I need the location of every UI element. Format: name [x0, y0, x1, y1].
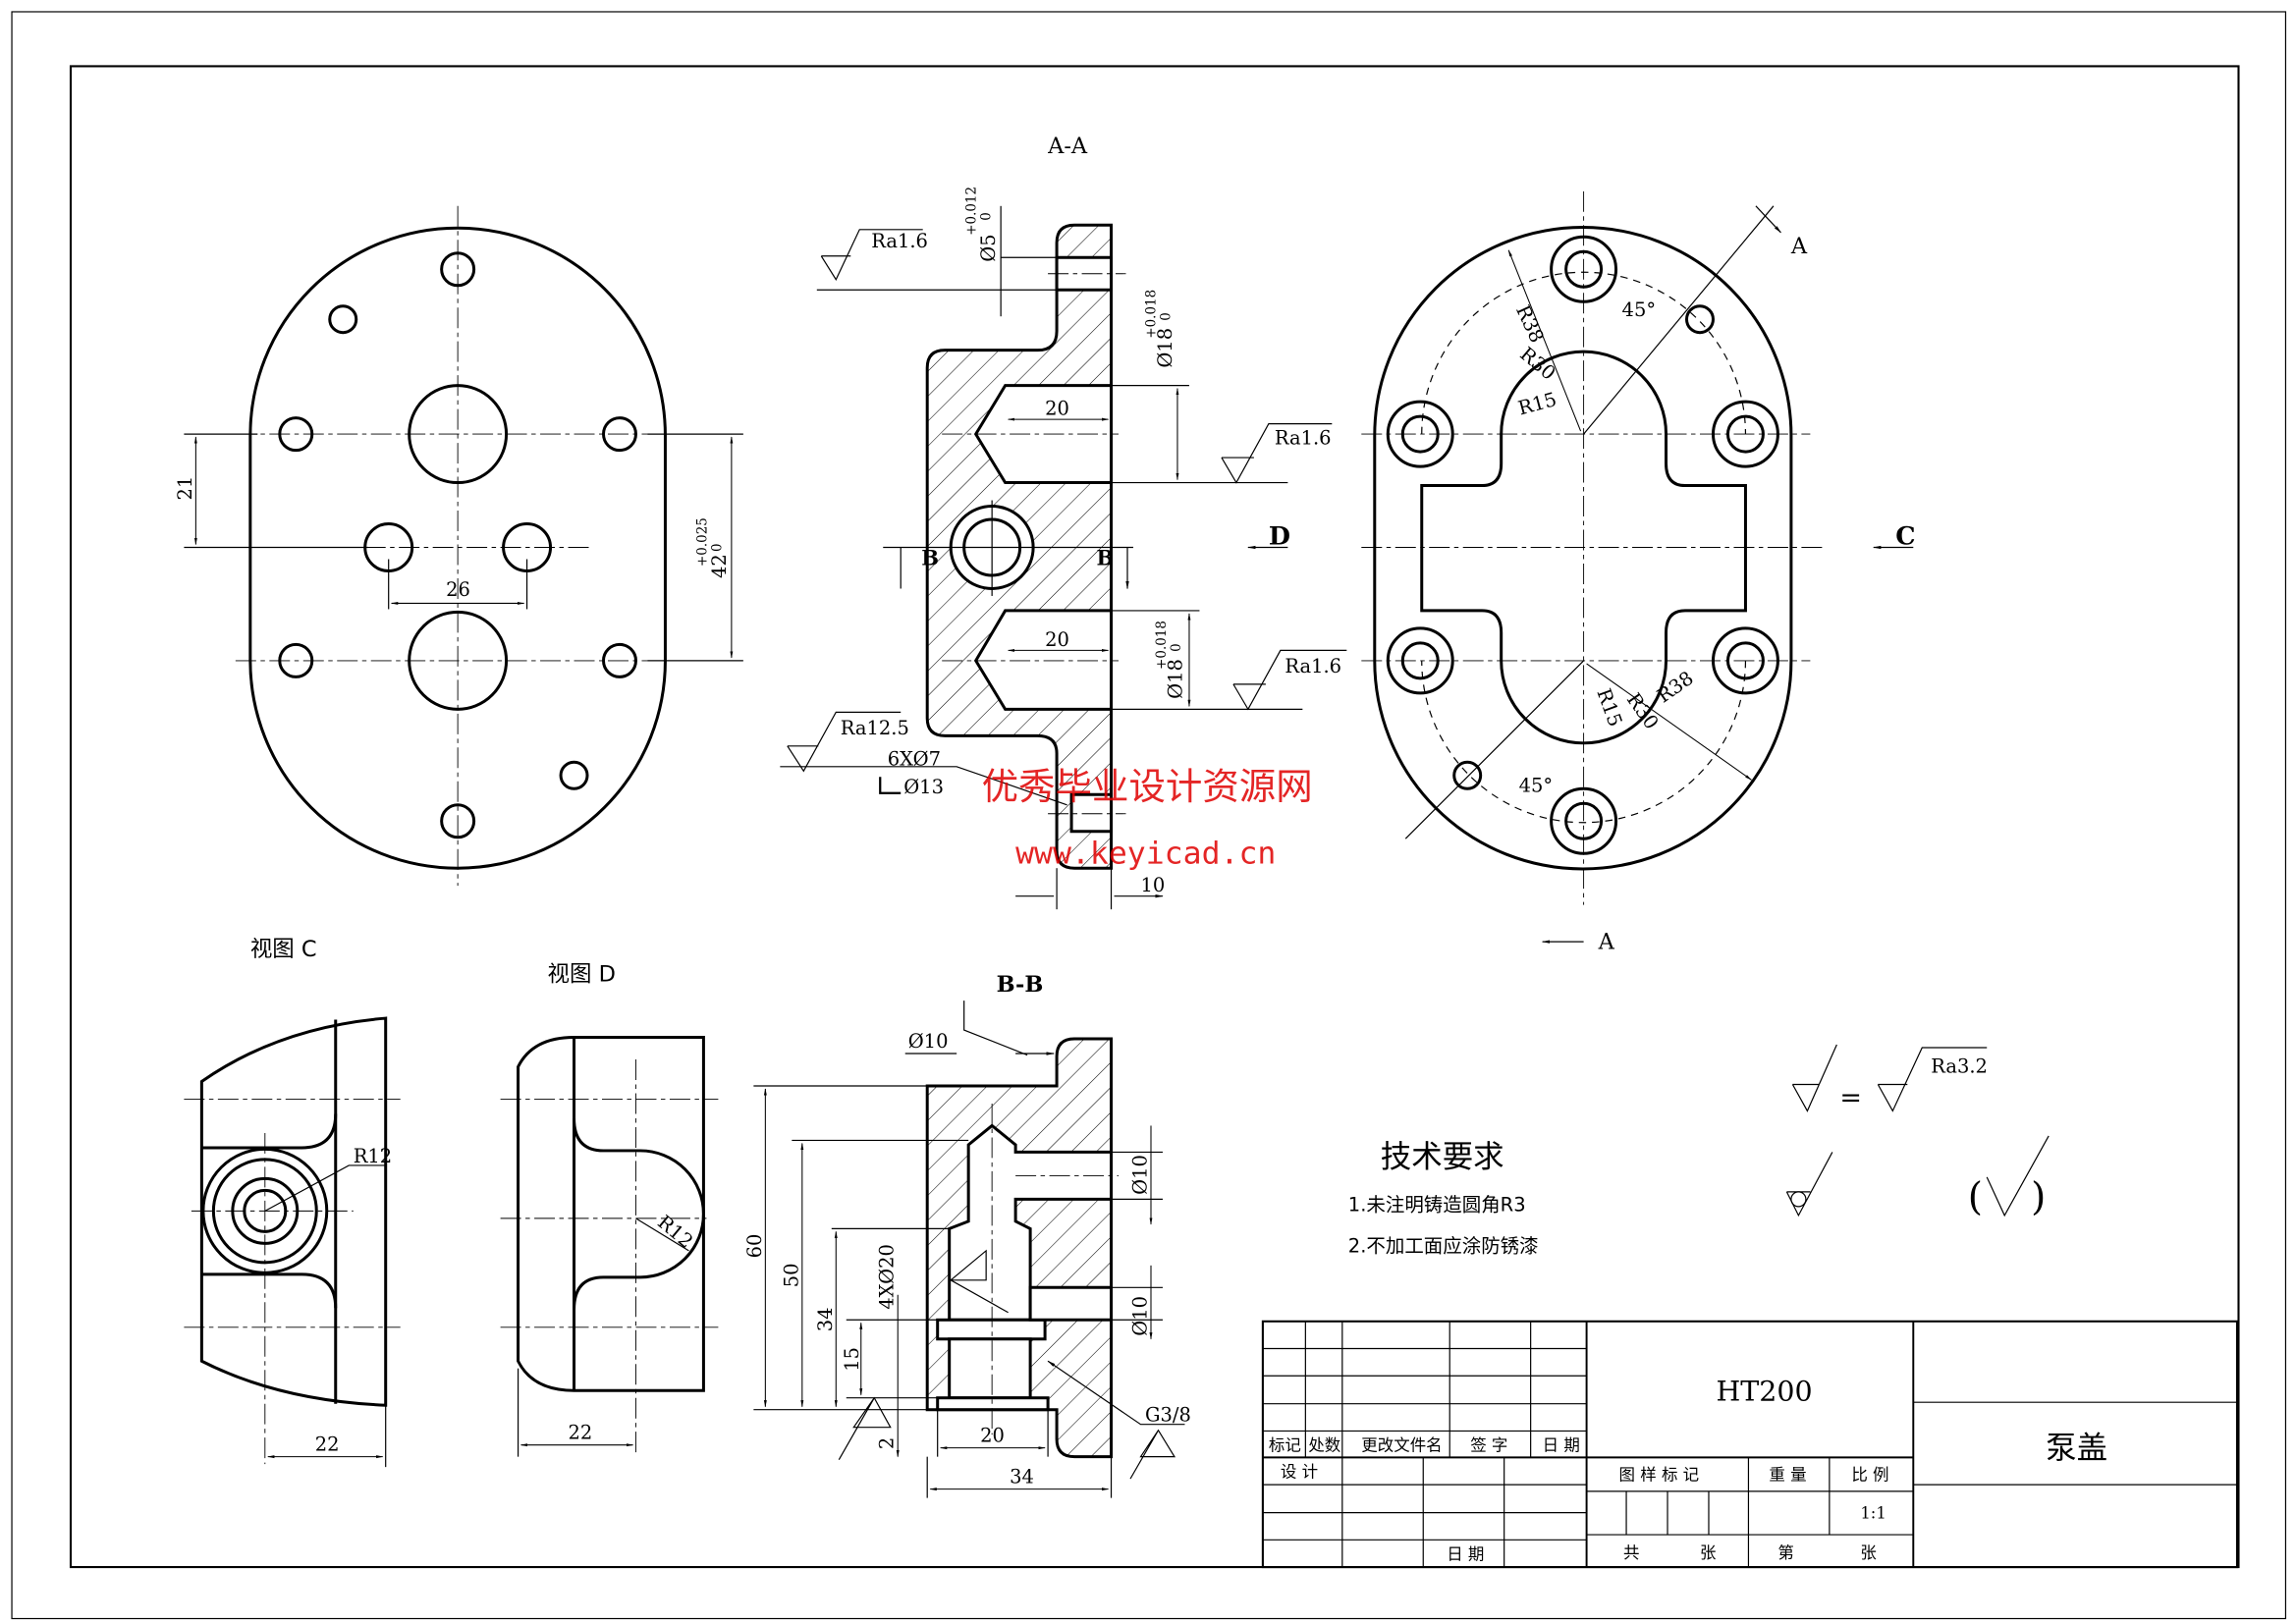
section-a-a: A-A 20 20 Ø5 +0.012 0 Ra1.6 Ø18 +0.018 0… [780, 134, 1347, 910]
drawing-frame [69, 65, 2240, 1569]
dim-10: 10 [1141, 874, 1166, 896]
surface-symbol-ra-icon [1877, 1047, 1988, 1112]
tb-sheets-a: 张 [1700, 1543, 1716, 1562]
ra-mid: Ra1.6 [1275, 427, 1332, 450]
view-c-title: 视图 C [250, 937, 317, 962]
bb-dim-50: 50 [780, 1264, 802, 1288]
section-b-b: B-B Ø10 Ø10 Ø10 60 50 34 15 4XØ20 2 [743, 972, 1191, 1498]
view-c: 视图 C R12 22 [184, 937, 401, 1468]
r15-top: R15 [1515, 388, 1558, 419]
depth-20-b: 20 [1045, 628, 1069, 651]
section-aa-title: A-A [1047, 134, 1088, 159]
tb-scale-label: 比 例 [1851, 1466, 1888, 1485]
view-d-width: 22 [569, 1422, 593, 1444]
tb-design: 设 计 [1281, 1463, 1318, 1482]
unmachined-surface-icon [1785, 1152, 1833, 1217]
bb-thread: G3/8 [1145, 1404, 1191, 1427]
depth-20-a: 20 [1045, 398, 1069, 420]
tb-part-name: 泵盖 [2046, 1431, 2107, 1466]
view-d-title: 视图 D [548, 962, 616, 988]
tb-sheets-b: 张 [1860, 1543, 1876, 1562]
surface-finish-legend: = Ra3.2 ( ) [1785, 1044, 2050, 1219]
bb-dim-34-v: 34 [814, 1307, 837, 1331]
dia5-lower-tol: 0 [979, 212, 995, 221]
cut-b-right: B [1097, 545, 1115, 569]
tech-req-item-2: 2.不加工面应涂防锈漆 [1348, 1234, 1539, 1257]
r15-bottom: R15 [1592, 685, 1626, 730]
outer-border [11, 11, 2287, 1620]
dia5-upper-tol: +0.012 [964, 187, 980, 236]
angle-45-bottom: 45° [1519, 774, 1554, 796]
bb-dim-20: 20 [980, 1425, 1005, 1447]
dim-21: 21 [174, 476, 196, 501]
title-block: 标记 处数 更改文件名 签 字 日 期 设 计 日 期 HT200 图 样 标 … [1261, 1320, 2239, 1569]
symbol-ra32: Ra3.2 [1931, 1055, 1988, 1078]
tb-date-bottom: 日 期 [1447, 1545, 1484, 1564]
tb-weight: 重 量 [1769, 1466, 1806, 1485]
tb-sheet-no: 第 [1777, 1543, 1793, 1562]
dia18-b-upper-tol: +0.018 [1154, 621, 1170, 670]
paren-close: ) [2031, 1175, 2046, 1219]
hole-callout: 6XØ7 [888, 747, 941, 770]
cut-b-left: B [921, 545, 939, 569]
bb-dim-15: 15 [841, 1347, 863, 1372]
bolt-bosses [1386, 235, 1779, 855]
dim-42-upper-tol: +0.025 [694, 517, 710, 567]
right-view: A A C R38 R30 R15 45° R15 R30 R38 45° [1361, 190, 1916, 955]
dia18-a-lower-tol: 0 [1158, 312, 1174, 321]
bb-dia10-side-b: Ø10 [1129, 1296, 1152, 1336]
dim-42: 42 [708, 554, 731, 578]
r38-top: R38 [1511, 301, 1549, 346]
tb-total: 共 [1623, 1543, 1639, 1562]
tech-req-title: 技术要求 [1381, 1139, 1504, 1174]
dim-42-lower-tol: 0 [709, 543, 725, 552]
bb-dim-60: 60 [743, 1234, 766, 1259]
front-view: 21 26 42 +0.025 0 [174, 205, 743, 887]
angle-45-top: 45° [1622, 298, 1657, 321]
ra-low: Ra1.6 [1285, 655, 1341, 677]
tech-req-item-1: 1.未注明铸造圆角R3 [1348, 1193, 1526, 1216]
watermark-line-1: 优秀毕业设计资源网 [982, 765, 1313, 808]
view-c-width: 22 [315, 1434, 340, 1456]
cut-a-bottom: A [1598, 930, 1615, 955]
other-surfaces-icon [1986, 1135, 2050, 1217]
paren-open: ( [1968, 1175, 1983, 1219]
bb-dim-2: 2 [876, 1437, 899, 1449]
cut-d: D [1269, 521, 1290, 551]
tb-count: 处数 [1308, 1436, 1340, 1455]
symbol-equals: = [1839, 1083, 1862, 1113]
bb-dia10-top: Ø10 [908, 1030, 949, 1053]
bb-dia10-side-a: Ø10 [1129, 1155, 1152, 1195]
ra-top: Ra1.6 [871, 230, 928, 252]
bb-dim-34-h: 34 [1010, 1466, 1034, 1488]
r38-bottom: R38 [1653, 667, 1697, 707]
tb-scale: 1:1 [1860, 1504, 1886, 1523]
tb-drawing-mark: 图 样 标 记 [1619, 1466, 1700, 1485]
counterbore-label: Ø13 [903, 776, 944, 798]
watermark: 优秀毕业设计资源网 www.keyicad.cn [982, 765, 1313, 872]
watermark-line-2: www.keyicad.cn [1015, 837, 1276, 872]
tb-mark: 标记 [1269, 1436, 1301, 1455]
tb-change-doc: 更改文件名 [1361, 1436, 1442, 1455]
section-bb-title: B-B [997, 972, 1044, 998]
dia5-label: Ø5 [977, 234, 1000, 261]
surface-symbol-icon [1791, 1044, 1837, 1112]
cut-c: C [1895, 521, 1915, 551]
view-d: 视图 D R12 22 [500, 962, 719, 1457]
view-c-radius: R12 [354, 1145, 392, 1167]
dia18-b-label: Ø18 [1164, 659, 1186, 699]
tb-signature: 签 字 [1470, 1436, 1507, 1455]
dia18-a-label: Ø18 [1154, 328, 1176, 368]
dia18-b-lower-tol: 0 [1169, 643, 1184, 652]
ra-bottom: Ra12.5 [841, 717, 909, 739]
view-d-radius: R12 [653, 1211, 697, 1253]
dia18-a-upper-tol: +0.018 [1143, 290, 1159, 339]
technical-requirements: 技术要求 1.未注明铸造圆角R3 2.不加工面应涂防锈漆 [1348, 1139, 1539, 1257]
tb-material: HT200 [1716, 1376, 1812, 1408]
bb-dim-4x20: 4XØ20 [876, 1244, 899, 1310]
cut-a-top: A [1790, 234, 1808, 259]
tb-date: 日 期 [1543, 1436, 1580, 1455]
dim-26: 26 [446, 578, 470, 601]
